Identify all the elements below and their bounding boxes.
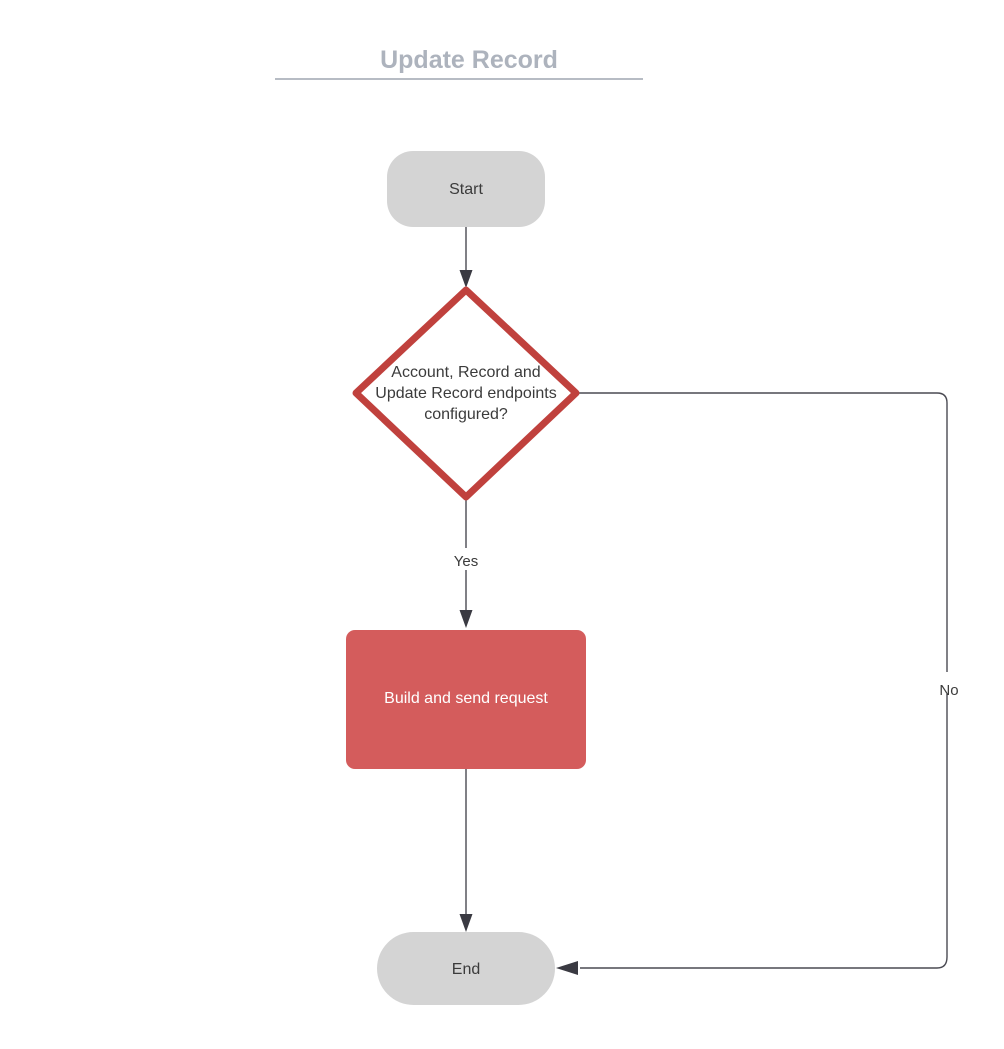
edge-label-backdrop: [933, 672, 965, 694]
node-start[interactable]: Start: [387, 151, 545, 227]
node-end-shape[interactable]: [377, 932, 555, 1005]
diagram-title: Update Record: [380, 46, 558, 74]
edge-decision-to-end: No: [556, 392, 965, 975]
node-decision-label-line2: Update Record endpoints: [375, 385, 556, 402]
arrowhead-icon: [459, 270, 473, 288]
node-end[interactable]: End: [377, 932, 555, 1005]
arrowhead-icon: [556, 961, 578, 975]
edge-label-no: No: [939, 682, 958, 699]
node-process-shape[interactable]: [346, 630, 586, 769]
node-start-shape[interactable]: [387, 151, 545, 227]
node-process-label: Build and send request: [384, 690, 548, 707]
node-start-label: Start: [449, 181, 483, 198]
edge-process-to-end: [459, 769, 473, 932]
edge-start-to-decision: [459, 226, 473, 288]
node-end-label: End: [452, 961, 480, 978]
node-decision[interactable]: Account, Record and Update Record endpoi…: [352, 286, 580, 501]
arrowhead-icon: [459, 914, 473, 932]
edge-label-backdrop: [448, 548, 485, 570]
node-decision-shape[interactable]: [352, 286, 580, 501]
node-decision-label-line1: Account, Record and: [391, 364, 540, 381]
edge-label-yes: Yes: [454, 553, 478, 570]
node-process[interactable]: Build and send request: [346, 630, 586, 769]
edge-decision-to-process: Yes: [448, 497, 485, 628]
node-decision-label-line3: configured?: [424, 406, 508, 423]
arrowhead-icon: [459, 610, 473, 628]
